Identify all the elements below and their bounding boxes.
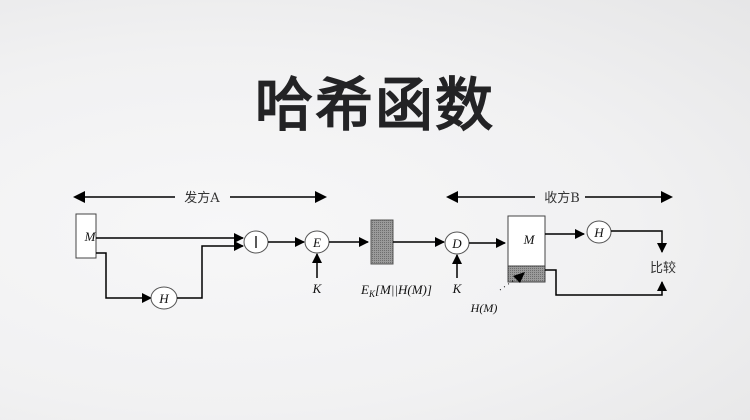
ciphertext-label: EK[M||H(M)] [360, 282, 432, 299]
receiver-message-box [507, 215, 546, 267]
receiver-label: 收方B [544, 190, 580, 206]
sender-hash-label: H [158, 291, 169, 306]
ciphertext-label-rest: [M||H(M)] [375, 282, 432, 297]
stored-hash-to-compare-arrow [545, 269, 667, 296]
sender-span-right-arrowhead [315, 191, 327, 203]
receiver-hash-label: H [593, 225, 604, 240]
ciphertext-label-subscript: K [368, 289, 376, 299]
message-to-hash-arrow [96, 252, 152, 303]
sender-label: 发方A [184, 190, 220, 206]
receiver-hash-block [507, 265, 546, 283]
sender-message-label: M [84, 229, 97, 244]
receiver-span: 收方B [446, 190, 673, 206]
compare-label: 比较 [650, 261, 676, 276]
ciphertext-label-E: E [360, 282, 369, 297]
sender-span: 发方A [73, 190, 327, 206]
sender-span-left-arrowhead [73, 191, 85, 203]
received-hash-pointer-arrowhead [513, 272, 525, 283]
receiver-hash-node [586, 220, 612, 244]
sender-message-box [75, 213, 97, 259]
ciphertext-block [370, 219, 394, 265]
receiver-key-label: K [452, 281, 463, 296]
receiver-message-label: M [523, 232, 536, 247]
encrypt-label: E [312, 235, 321, 250]
hash-to-compare-arrow [611, 230, 667, 253]
sender-key-label: K [312, 281, 323, 296]
hash-to-concat-arrow [177, 241, 244, 299]
received-hash-label: H(M) [470, 301, 498, 315]
receiver-span-left-arrowhead [446, 191, 458, 203]
decrypt-label: D [451, 236, 462, 251]
page-title: 哈希函数 [254, 71, 495, 139]
receiver-span-right-arrowhead [661, 191, 673, 203]
